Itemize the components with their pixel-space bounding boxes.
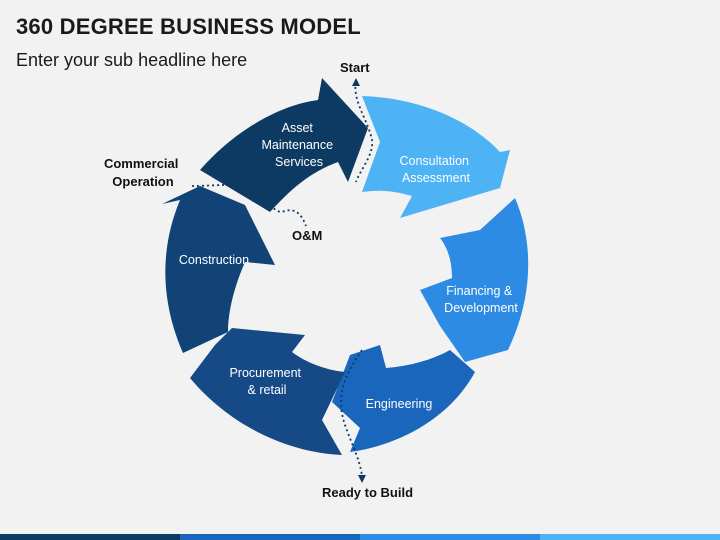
commercial-connector — [191, 184, 307, 227]
page-title: 360 DEGREE BUSINESS MODEL — [16, 14, 361, 39]
ready-connector — [340, 349, 363, 477]
segment-procurement — [190, 328, 345, 455]
segment-label-engineering: Engineering — [366, 397, 433, 411]
label-start: Start — [340, 60, 370, 75]
label-commercial-operation: Commercial Operation — [104, 156, 182, 189]
segment-label-construction: Construction — [179, 253, 249, 267]
start-connector — [354, 81, 373, 183]
footer-stripe-4 — [540, 534, 720, 540]
segment-financing — [420, 198, 529, 362]
label-om: O&M — [292, 228, 322, 243]
footer-stripe-1 — [0, 534, 180, 540]
footer-stripe-3 — [360, 534, 540, 540]
segment-engineering — [332, 345, 475, 452]
segment-construction — [162, 186, 275, 353]
page-subtitle: Enter your sub headline here — [16, 50, 248, 70]
segment-label-asset: Asset Maintenance Services — [261, 121, 336, 169]
footer-color-bar — [0, 534, 720, 540]
segment-label-consultation: Consultation Assessment — [400, 154, 473, 185]
segment-label-procurement: Procurement & retail — [229, 366, 304, 397]
segment-consultation — [362, 96, 510, 218]
footer-stripe-2 — [180, 534, 360, 540]
segment-label-financing: Financing & Development — [444, 284, 518, 315]
segment-asset — [200, 78, 368, 212]
label-ready-to-build: Ready to Build — [322, 485, 413, 500]
start-arrowhead — [352, 78, 360, 86]
ready-arrowhead — [358, 475, 366, 483]
